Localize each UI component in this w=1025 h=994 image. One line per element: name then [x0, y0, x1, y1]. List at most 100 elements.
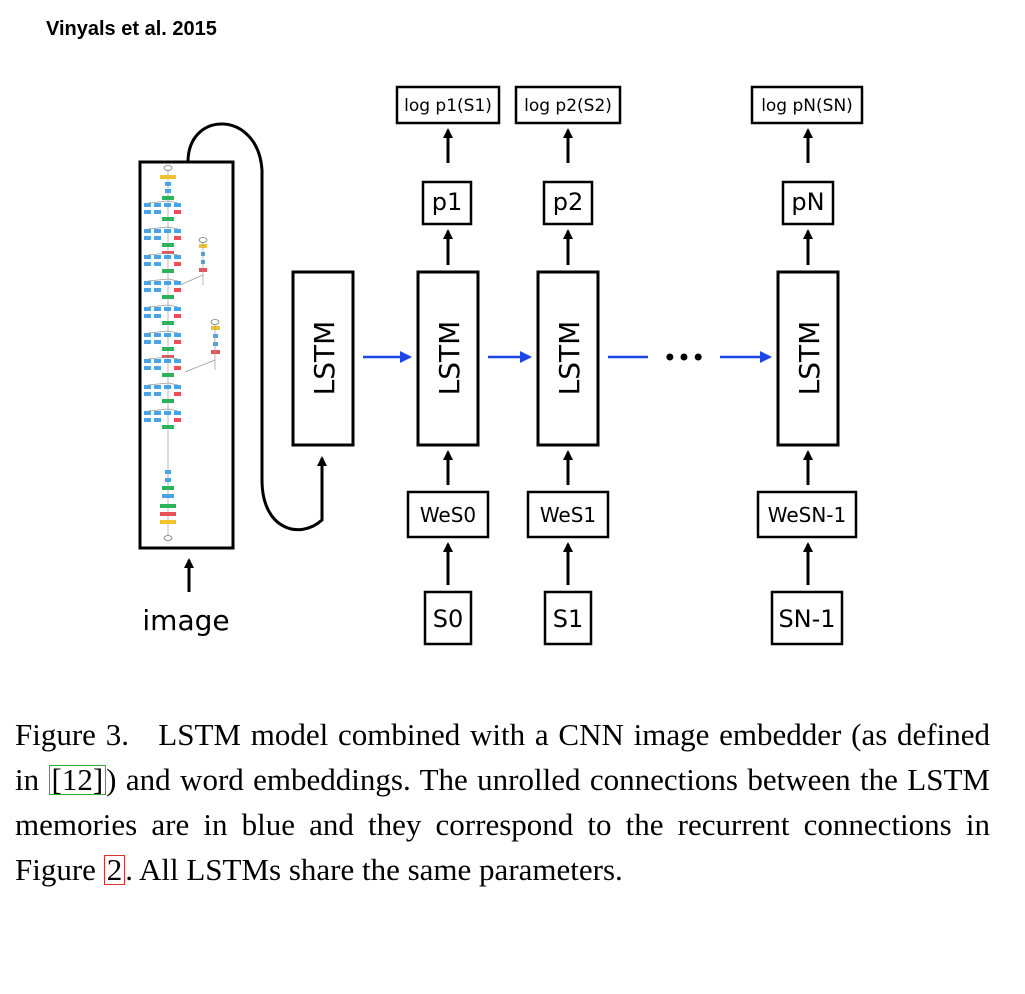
cnn-layer-block — [165, 182, 171, 186]
cnn-edge — [147, 356, 169, 360]
cnn-layer-block — [162, 251, 174, 254]
cnn-layer-block — [162, 196, 174, 200]
output-box-2: log p2(S2) — [514, 85, 622, 125]
lstm-column-1: LSTM — [416, 270, 480, 447]
cnn-layer-block — [162, 321, 174, 325]
cnn-layer-block — [144, 262, 151, 266]
cnn-layer-block — [211, 350, 220, 354]
cnn-layer-block — [144, 366, 151, 370]
cnn-layer-block — [154, 281, 161, 285]
figure-2-link[interactable]: 2 — [103, 854, 126, 885]
cnn-edge — [147, 200, 169, 204]
cnn-layer-block — [174, 385, 181, 389]
cnn-layer-block — [144, 210, 151, 214]
cnn-layer-block — [154, 385, 161, 389]
output-n-label: log pN(SN) — [761, 96, 853, 116]
cnn-layer-block — [211, 326, 220, 330]
cnn-edge — [167, 356, 179, 360]
cnn-node — [163, 165, 173, 171]
word-2-label: S1 — [553, 605, 584, 633]
word-box-2: S1 — [543, 590, 593, 646]
embedding-1-label: WeS0 — [420, 503, 476, 527]
cnn-layer-block — [144, 340, 151, 344]
cnn-layer-block — [174, 307, 181, 311]
cnn-layer-block — [213, 334, 218, 338]
cnn-edge — [167, 382, 179, 386]
cnn-layer-block — [164, 307, 171, 311]
cnn-layer-block — [174, 314, 181, 318]
cnn-layer-block — [165, 478, 171, 482]
caption-text-2: ) and word embeddings. The unrolled conn… — [15, 762, 990, 887]
cnn-layer-block — [154, 236, 161, 240]
word-1-label: S0 — [433, 605, 464, 633]
cnn-layer-block — [144, 418, 151, 422]
cnn-layer-block — [144, 288, 151, 292]
prob-n-label: pN — [791, 188, 824, 216]
cnn-layer-block — [154, 255, 161, 259]
cnn-layer-block — [144, 385, 151, 389]
cnn-edge — [147, 382, 169, 386]
cnn-layer-block — [154, 418, 161, 422]
cnn-layer-block — [154, 307, 161, 311]
output-box-1: log p1(S1) — [395, 85, 501, 125]
lstm-column-n: LSTM — [776, 270, 840, 447]
lstm-1-label: LSTM — [433, 321, 466, 396]
cnn-layer-block — [164, 229, 171, 233]
cnn-layer-block — [154, 333, 161, 337]
vertical-arrows — [443, 128, 813, 585]
cnn-node — [198, 237, 208, 243]
cnn-edge — [167, 304, 179, 308]
cnn-layer-block — [144, 236, 151, 240]
cnn-layer-block — [154, 359, 161, 363]
cnn-layer-block — [174, 236, 181, 240]
cnn-layer-block — [174, 210, 181, 214]
cnn-layer-block — [162, 269, 174, 273]
cnn-layer-block — [174, 418, 181, 422]
word-n-label: SN-1 — [778, 605, 835, 633]
embedding-box-1: WeS0 — [406, 490, 490, 539]
cnn-layer-block — [154, 210, 161, 214]
output-box-n: log pN(SN) — [750, 85, 864, 125]
caption-text-3: . All LSTMs share the same parameters. — [125, 852, 623, 887]
cnn-layer-block — [144, 203, 151, 207]
cnn-layer-block — [162, 217, 174, 221]
cnn-layer-block — [160, 504, 176, 508]
cnn-layer-block — [174, 359, 181, 363]
cnn-edge — [147, 252, 169, 256]
cnn-edge — [167, 252, 179, 256]
cnn-layer-block — [144, 359, 151, 363]
cnn-layer-block — [160, 512, 176, 516]
cnn-layer-block — [162, 373, 174, 377]
word-box-1: S0 — [423, 590, 473, 646]
cnn-layer-block — [164, 411, 171, 415]
cnn-edge — [147, 226, 169, 230]
cnn-layer-block — [154, 314, 161, 318]
word-box-n: SN-1 — [770, 590, 844, 646]
cnn-layer-block — [174, 262, 181, 266]
prob-box-2: p2 — [542, 180, 594, 226]
lstm-initial-label: LSTM — [308, 321, 341, 396]
cnn-layer-block — [154, 288, 161, 292]
cnn-layer-block — [162, 486, 174, 490]
cnn-layer-block — [174, 340, 181, 344]
reference-12-link[interactable]: [12] — [48, 764, 107, 795]
cnn-layer-block — [164, 203, 171, 207]
cnn-layer-block — [154, 411, 161, 415]
cnn-edge — [167, 200, 179, 204]
embedding-n-label: WeSN-1 — [768, 503, 847, 527]
cnn-layer-block — [164, 281, 171, 285]
caption-prefix: Figure 3. — [15, 717, 129, 752]
cnn-layer-block — [144, 307, 151, 311]
prob-box-n: pN — [781, 180, 835, 226]
prob-1-label: p1 — [432, 188, 463, 216]
cnn-layer-block — [164, 255, 171, 259]
cnn-layer-block — [154, 366, 161, 370]
cnn-layer-block — [174, 281, 181, 285]
cnn-layer-block — [154, 340, 161, 344]
output-2-label: log p2(S2) — [524, 96, 612, 116]
cnn-edge — [147, 304, 169, 308]
cnn-layer-block — [164, 359, 171, 363]
cnn-layer-block — [160, 175, 176, 179]
cnn-layer-block — [144, 314, 151, 318]
image-label: image — [142, 604, 229, 637]
